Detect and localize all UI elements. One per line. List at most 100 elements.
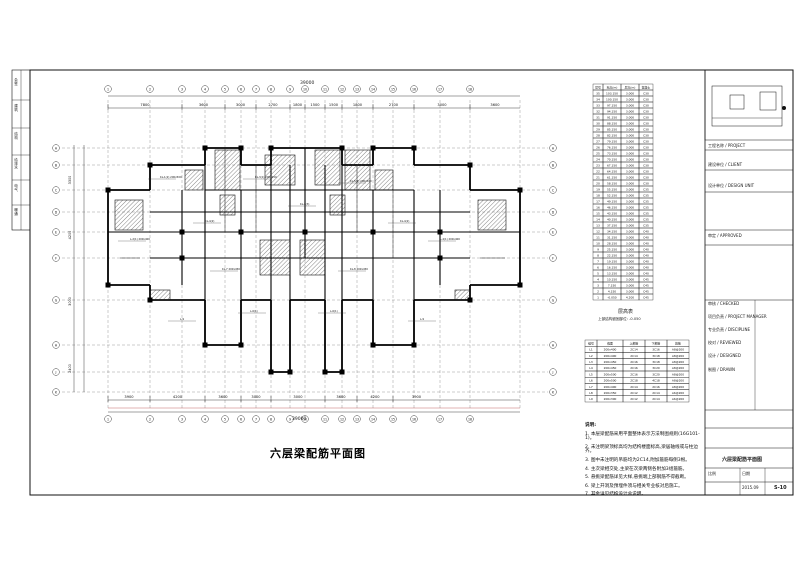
axis-bubble-top xyxy=(104,85,112,93)
floor-table-value: C35 xyxy=(643,223,649,227)
floor-table-value: 37.150 xyxy=(607,223,617,227)
title-block-row: 工程名称 / PROJECT xyxy=(708,143,746,148)
column xyxy=(202,342,208,348)
floor-table-value: 3.000 xyxy=(626,169,634,173)
floor-table-value: 3.000 xyxy=(626,223,634,227)
floor-table-value: C40 xyxy=(643,241,649,245)
axis-bubble-top xyxy=(301,85,309,93)
axis-number-bottom: 8 xyxy=(270,418,272,422)
axis-bubble-top xyxy=(267,85,275,93)
floor-table-value: 52.150 xyxy=(607,193,617,197)
floor-table-value: 3 xyxy=(597,283,599,287)
floor-table-value: 33 xyxy=(596,103,600,107)
floor-table-value: C30 xyxy=(643,181,649,185)
axis-number-top: 18 xyxy=(468,88,472,92)
floor-table-value: C30 xyxy=(643,169,649,173)
floor-table-value: 3.000 xyxy=(626,241,634,245)
floor-table-value: 16 xyxy=(596,205,600,209)
axis-letter-right: K xyxy=(552,390,555,394)
beam-table-value: A8@200 xyxy=(672,354,684,358)
beam-table-header: 上部筋 xyxy=(630,340,639,345)
drawing-title: 六层梁配筋平面图 xyxy=(270,447,366,460)
axis-letter-right: E xyxy=(552,230,554,234)
column xyxy=(411,342,417,348)
axis-number-top: 4 xyxy=(204,88,206,92)
beam-table-value: 3C20 xyxy=(652,372,660,376)
floor-table-value: 32 xyxy=(596,109,600,113)
floor-table-value: 19 xyxy=(596,187,600,191)
date-label: 日期 xyxy=(742,471,750,476)
top-dim-value: 1800 xyxy=(293,103,303,107)
axis-number-bottom: 9 xyxy=(289,418,291,422)
column xyxy=(339,145,345,151)
bottom-dim-value: 3600 xyxy=(218,395,228,399)
beam-table-value: 2C14 xyxy=(630,385,638,389)
shear-wall-core xyxy=(219,194,236,216)
floor-table-value: 3.000 xyxy=(626,271,634,275)
floor-table-value: C45 xyxy=(643,289,649,293)
left-strip-label: 给排水 xyxy=(14,158,19,169)
bottom-dim-value: 4200 xyxy=(173,395,183,399)
axis-bubble-bottom xyxy=(436,415,444,423)
floor-table-value: 12 xyxy=(596,229,600,233)
beam-annotation: KL-5(2) 200x500 xyxy=(350,179,372,183)
title-block-row: 专业负责 / DISCIPLINE xyxy=(708,327,751,332)
floor-table-value: 3.000 xyxy=(626,283,634,287)
floor-table-value: C30 xyxy=(643,103,649,107)
floor-table-value: 43.150 xyxy=(607,211,617,215)
axis-bubble-left xyxy=(52,208,60,216)
axis-letter-left: G xyxy=(55,298,58,302)
axis-bubble-left xyxy=(52,161,60,169)
floor-table-value: 91.150 xyxy=(607,115,617,119)
sheet-title: 六层梁配筋平面图 xyxy=(722,457,763,463)
axis-bubble-bottom xyxy=(178,415,186,423)
floor-table-value: C40 xyxy=(643,259,649,263)
beam-annotation: KL-7 200x450 xyxy=(222,267,240,271)
axis-number-top: 12 xyxy=(340,88,344,92)
column xyxy=(105,282,111,288)
floor-table-value: C30 xyxy=(643,121,649,125)
floor-table-value: 16.150 xyxy=(607,265,617,269)
floor-table-value: 21 xyxy=(596,175,600,179)
axis-bubble-bottom xyxy=(369,415,377,423)
column xyxy=(517,187,523,193)
column xyxy=(322,369,328,375)
axis-bubble-left xyxy=(52,254,60,262)
floor-table-value: C40 xyxy=(643,271,649,275)
floor-table-value: 1 xyxy=(597,295,599,299)
axis-bubble-bottom xyxy=(286,415,294,423)
beam-table-value: 2C16 xyxy=(630,372,638,376)
floor-table-value: C30 xyxy=(643,163,649,167)
beam-table-value: 2C14 xyxy=(652,391,660,395)
floor-table-subtitle: 上部结构嵌固部位: -0.050 xyxy=(598,317,641,321)
axis-number-top: 6 xyxy=(240,88,242,92)
floor-table-value: 46.150 xyxy=(607,205,617,209)
floor-table-value: 6 xyxy=(597,265,599,269)
axis-letter-right: F xyxy=(552,256,554,260)
axis-number-bottom: 3 xyxy=(181,418,183,422)
axis-bubble-right xyxy=(549,296,557,304)
column xyxy=(370,342,376,348)
axis-bubble-left xyxy=(52,186,60,194)
floor-table-value: 3.000 xyxy=(626,193,634,197)
floor-table-value: 3.000 xyxy=(626,289,634,293)
shear-wall-core xyxy=(454,289,471,301)
column xyxy=(302,229,308,235)
floor-table-cell xyxy=(638,293,654,301)
axis-bubble-bottom xyxy=(389,415,397,423)
floor-table-value: 9 xyxy=(597,247,599,251)
axis-letter-left: J xyxy=(55,370,57,374)
floor-table-value: 5 xyxy=(597,271,599,275)
axis-letter-right: C xyxy=(552,188,555,192)
shear-wall-core xyxy=(264,154,296,186)
axis-number-top: 13 xyxy=(355,88,359,92)
floor-table-value: 3.000 xyxy=(626,277,634,281)
axis-bubble-left xyxy=(52,388,60,396)
axis-bubble-left xyxy=(52,228,60,236)
axis-bubble-top xyxy=(410,85,418,93)
floor-table-value: C40 xyxy=(643,253,649,257)
axis-bubble-left xyxy=(52,368,60,376)
beam-table-value: L9 xyxy=(589,397,593,401)
left-strip-label: 建筑 xyxy=(14,104,19,112)
axis-number-bottom: 10 xyxy=(303,418,307,422)
